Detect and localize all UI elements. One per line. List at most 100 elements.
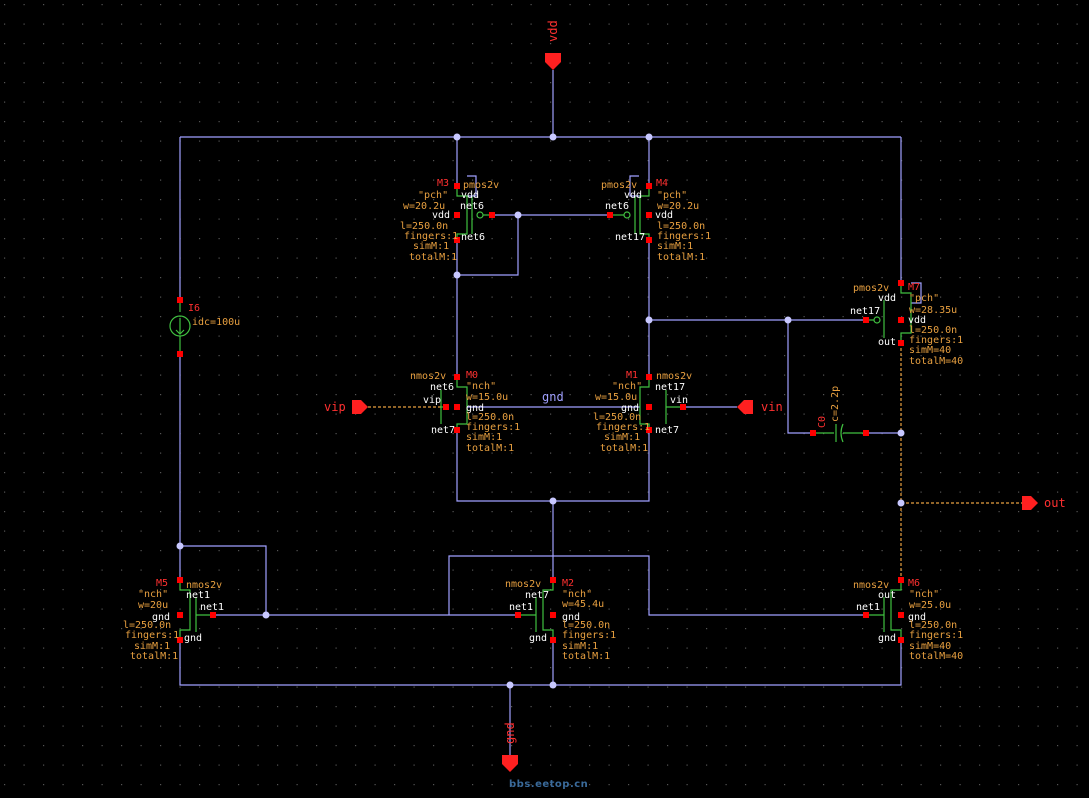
gnd-pin-label: gnd <box>503 722 517 744</box>
m3-term-top: vdd <box>461 190 479 201</box>
m2-cell: "nch" <box>562 589 592 600</box>
m2-width: w=45.4u <box>562 599 604 610</box>
m5-totalm: totalM:1 <box>130 651 178 662</box>
m6-width: w=25.0u <box>909 600 951 611</box>
device-M7[interactable]: M7 pmos2v "pch" vdd w=28.35u vdd net17 l… <box>850 282 963 367</box>
m2-length: l=250.0n <box>562 620 610 631</box>
m0-term-bot: net7 <box>431 425 455 436</box>
m4-width: w=20.2u <box>657 201 699 212</box>
m7-simm: simM=40 <box>909 345 951 356</box>
m7-term-bulk: vdd <box>908 315 926 326</box>
device-M5[interactable]: M5 nmos2v "nch" net1 w=20u gnd net1 l=25… <box>123 578 224 662</box>
m1-fingers: fingers:1 <box>596 422 650 433</box>
m4-model: pmos2v <box>601 180 637 191</box>
m5-cell: "nch" <box>138 589 168 600</box>
m7-term-top: vdd <box>878 293 896 304</box>
m7-term-bot: out <box>878 337 896 348</box>
m2-model: nmos2v <box>505 579 541 590</box>
m3-instance: M3 <box>437 178 449 189</box>
m1-length: l=250.0n <box>593 412 641 423</box>
m2-term-gate: net1 <box>509 602 533 613</box>
m5-term-top: net1 <box>186 590 210 601</box>
m6-fingers: fingers:1 <box>909 630 963 641</box>
m1-instance: M1 <box>626 370 638 381</box>
m4-term-bulk: vdd <box>655 210 673 221</box>
m0-term-bulk: gnd <box>466 403 484 414</box>
m0-term-top: net6 <box>430 382 454 393</box>
vdd-pin[interactable]: vdd <box>545 20 561 70</box>
m3-fingers: fingers:1 <box>404 231 458 242</box>
m7-fingers: fingers:1 <box>909 335 963 346</box>
m4-term-bot: net17 <box>615 232 645 243</box>
device-M6[interactable]: M6 nmos2v "nch" out w=25.0u gnd net1 l=2… <box>853 578 963 662</box>
vip-pin[interactable]: vip <box>324 400 368 414</box>
device-M2[interactable]: M2 nmos2v "nch" net7 w=45.4u gnd net1 l=… <box>505 578 616 662</box>
m7-length: l=250.0n <box>909 325 957 336</box>
m5-width: w=20u <box>138 600 168 611</box>
capacitor-C0[interactable]: C0 c=2.2p <box>817 386 841 428</box>
m4-term-gate: net6 <box>605 201 629 212</box>
m1-simm: simM:1 <box>604 432 640 443</box>
m6-term-bulk: gnd <box>908 612 926 623</box>
m3-term-gate: net6 <box>460 201 484 212</box>
watermark: bbs.eetop.cn <box>509 779 589 790</box>
m6-instance: M6 <box>908 578 920 589</box>
m4-cell: "pch" <box>657 190 687 201</box>
m6-length: l=250.0n <box>909 620 957 631</box>
m1-term-bulk: gnd <box>621 403 639 414</box>
m7-term-gate: net17 <box>850 306 880 317</box>
vip-pin-label: vip <box>324 400 346 414</box>
m5-term-gate: net1 <box>200 602 224 613</box>
device-symbols <box>169 186 912 640</box>
m1-cell: "nch" <box>612 381 642 392</box>
m1-totalm: totalM:1 <box>600 443 648 454</box>
m2-instance: M2 <box>562 578 574 589</box>
m3-length: l=250.0n <box>400 221 448 232</box>
m6-simm: simM=40 <box>909 641 951 652</box>
m2-term-bulk: gnd <box>562 612 580 623</box>
device-M4[interactable]: M4 pmos2v "pch" vdd w=20.2u vdd net6 l=2… <box>601 178 711 263</box>
m5-fingers: fingers:1 <box>125 630 179 641</box>
m2-fingers: fingers:1 <box>562 630 616 641</box>
out-pin[interactable]: out <box>1022 496 1066 510</box>
m3-cell: "pch" <box>418 190 448 201</box>
m7-instance: M7 <box>908 282 920 293</box>
m3-width: w=20.2u <box>403 201 445 212</box>
m1-term-top: net17 <box>655 382 685 393</box>
m4-totalm: totalM:1 <box>657 252 705 263</box>
device-M3[interactable]: M3 pmos2v "pch" vdd w=20.2u vdd net6 l=2… <box>400 178 499 263</box>
m4-fingers: fingers:1 <box>657 231 711 242</box>
m0-length: l=250.0n <box>466 412 514 423</box>
device-M0[interactable]: M0 nmos2v "nch" net6 w=15.0u gnd vip l=2… <box>410 370 520 454</box>
vdd-pin-label: vdd <box>546 20 560 42</box>
gnd-pin[interactable]: gnd <box>502 722 518 772</box>
m5-simm: simM:1 <box>134 641 170 652</box>
m7-width: w=28.35u <box>909 305 957 316</box>
m1-width: w=15.0u <box>595 392 637 403</box>
m2-term-top: net7 <box>525 590 549 601</box>
m3-term-bot: net6 <box>461 232 485 243</box>
m5-instance: M5 <box>156 578 168 589</box>
m4-length: l=250.0n <box>657 221 705 232</box>
vin-pin-label: vin <box>761 400 783 414</box>
m1-term-bot: net7 <box>655 425 679 436</box>
m0-totalm: totalM:1 <box>466 443 514 454</box>
m6-term-top: out <box>878 590 896 601</box>
current-source-I6[interactable]: I6 idc=100u <box>188 303 240 328</box>
m5-term-bulk: gnd <box>152 612 170 623</box>
m2-totalm: totalM:1 <box>562 651 610 662</box>
m6-model: nmos2v <box>853 580 889 591</box>
vin-pin[interactable]: vin <box>737 400 783 414</box>
junction-dots <box>176 133 905 689</box>
m0-cell: "nch" <box>466 381 496 392</box>
device-M1[interactable]: M1 nmos2v "nch" net17 w=15.0u gnd vin l=… <box>593 370 692 454</box>
m0-fingers: fingers:1 <box>466 422 520 433</box>
m4-instance: M4 <box>656 178 668 189</box>
m5-length: l=250.0n <box>123 620 171 631</box>
m2-term-bot: gnd <box>529 633 547 644</box>
m4-simm: simM:1 <box>657 241 693 252</box>
m3-totalm: totalM:1 <box>409 252 457 263</box>
m3-simm: simM:1 <box>413 241 449 252</box>
